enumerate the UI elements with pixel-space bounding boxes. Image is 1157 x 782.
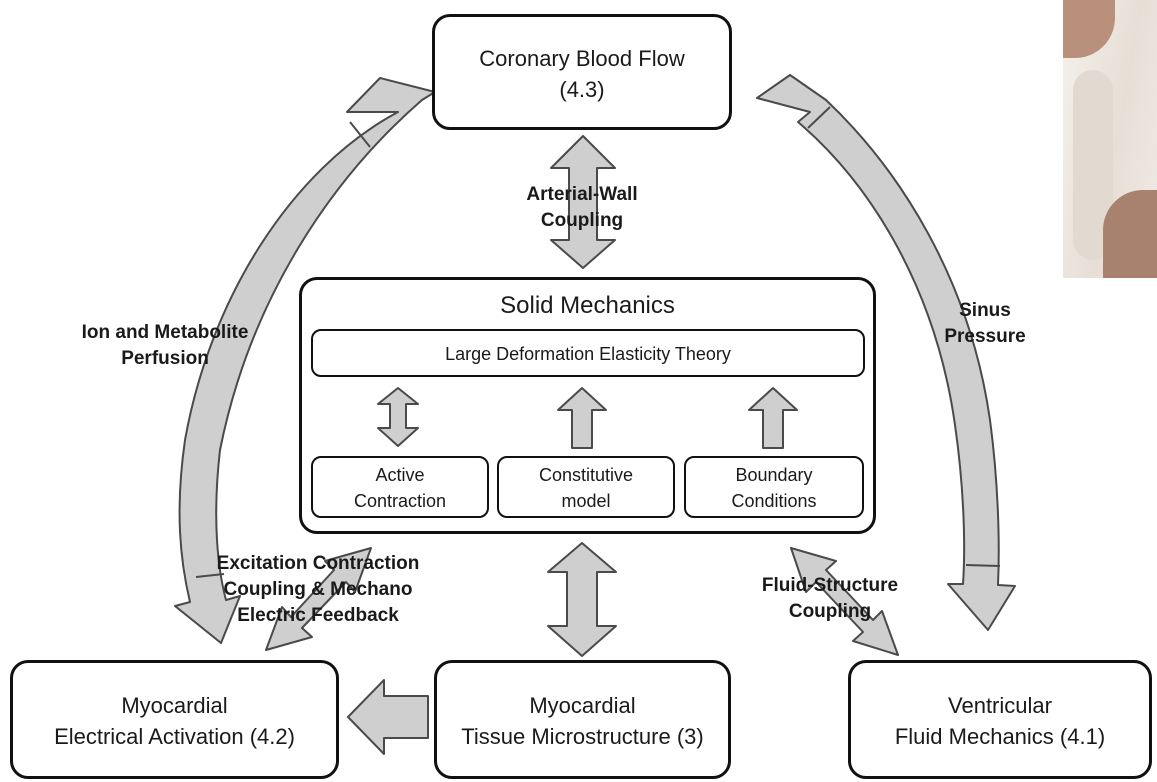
solid-mechanics-title: Solid Mechanics [500,292,675,319]
boundary-conditions-text: Boundary Conditions [731,465,817,511]
active-contraction-text: Active Contraction [353,465,447,511]
arterial-wall-label: Arterial-Wall Coupling [526,184,638,231]
constitutive-up-arrow [557,387,607,449]
active-contraction-box: Active Contraction [311,456,489,518]
coronary-blood-flow-text: Coronary Blood Flow (4.3) [479,46,685,102]
photo-fragment [1063,0,1157,278]
active-contraction-double-arrow [377,387,419,447]
large-deformation-box: Large Deformation Elasticity Theory [311,329,865,377]
sinus-pressure-label: Sinus Pressure [944,300,1026,347]
fluid-structure-arrow [790,547,899,656]
tissue-microstructure-box: Myocardial Tissue Microstructure (3) [434,660,731,779]
tissue-microstructure-text: Myocardial Tissue Microstructure (3) [461,693,704,749]
boundary-conditions-box: Boundary Conditions [684,456,864,518]
right-arc-arrow [756,74,1016,631]
boundary-up-arrow [748,387,798,449]
electrical-activation-text: Myocardial Electrical Activation (4.2) [54,693,295,749]
fluid-mechanics-text: Ventricular Fluid Mechanics (4.1) [894,693,1106,749]
fluid-structure-label: Fluid-Structure Coupling [761,575,899,622]
ion-metabolite-label: Ion and Metabolite Perfusion [81,322,249,369]
arterial-wall-arrow [550,135,616,269]
coronary-blood-flow-box: Coronary Blood Flow (4.3) [432,14,732,130]
excitation-arrow [265,547,372,651]
large-deformation-text: Large Deformation Elasticity Theory [445,344,731,364]
electrical-activation-box: Myocardial Electrical Activation (4.2) [10,660,339,779]
microstructure-arrow [547,542,617,657]
microstructure-to-electrical-arrow [347,679,429,755]
constitutive-model-box: Constitutive model [497,456,675,518]
constitutive-model-text: Constitutive model [538,465,634,511]
excitation-contraction-label: Excitation Contraction Coupling & Mechan… [216,553,420,626]
fluid-mechanics-box: Ventricular Fluid Mechanics (4.1) [848,660,1152,779]
left-arc-arrow [174,77,436,644]
